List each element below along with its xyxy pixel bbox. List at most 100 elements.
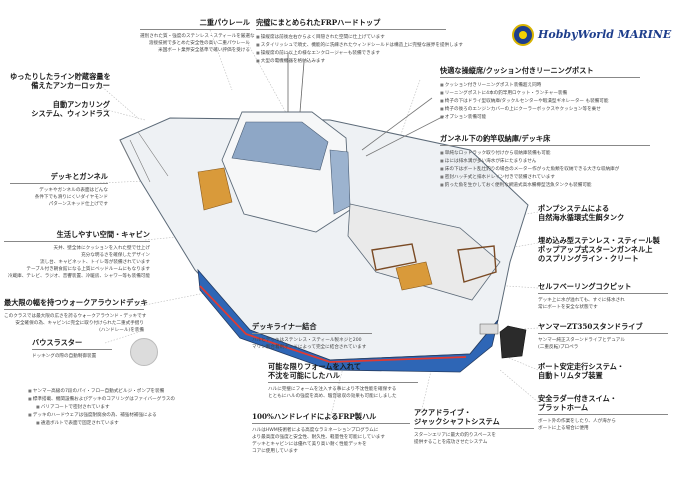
list-item: 密封ハッチ式と排水ドレイン付きで装備されています	[440, 173, 650, 181]
list-item: 単純なロッドラック取り付けから収納庫装備も可能	[440, 149, 650, 157]
list-item: スタイリッシュで頑丈、機能的に洗練されたウィンドシールドは構造上に完璧な展界を提…	[256, 41, 463, 49]
ann-drive-desc-2: 提供することを成功させたシステム	[414, 440, 488, 445]
divider	[538, 293, 668, 294]
ann-yanmar: ヤンマーZT350スタンドライブ ヤンマー純正スターンドライブとデュアル (二重…	[538, 322, 668, 351]
divider	[440, 77, 640, 78]
ann-anchor-locker: ゆったりしたライン貯蔵容量を 備えたアンカーロッカー	[10, 72, 111, 90]
ann-yanmar-desc-2: (二重反転)プロペラ	[538, 345, 579, 350]
ann-anchoring-title-1: 自動アンカリング	[52, 100, 110, 109]
ann-swim-platform-title-1: 安全ラダー付きスイム・	[538, 394, 617, 403]
ann-deck-gunnel-desc-1: デッキやガンネルの表面はどんな	[39, 188, 108, 193]
ann-fishing-post: 快適な操縦席/クッション付きリーニングポスト クッション付きリーニングポスト装備…	[440, 66, 640, 121]
divider	[10, 183, 108, 184]
ann-self-bailing-desc-2: 常にボートを安全な状態です	[538, 305, 598, 310]
ann-misc-left: ヤンマー高級の7段のパイ・フロー自動式ビルジ・ポンプを装備 標準搭載、機関設備お…	[28, 384, 198, 427]
ann-drive-desc-1: スターンエリアに最大の釣りスペースを	[414, 433, 496, 438]
ann-deck-liner-desc-2: マリン製合着剤ボンドによって完全に結合されています	[252, 345, 367, 350]
ann-walkaround: 最大限の幅を持つウォークアラウンドデッキ このクラスでは最大限の広さを誇るウォー…	[4, 298, 148, 334]
ann-swim-platform-title-2: プラットホーム	[538, 403, 589, 412]
ann-swim-platform-desc-1: ボート外の作業をしたり、人が海から	[538, 419, 616, 424]
ann-walkaround-title: 最大限の幅を持つウォークアラウンドデッキ	[4, 298, 148, 307]
ann-hull-desc-3: デッキとキャビンには優れて美り高い耐く性能デッキを	[252, 442, 367, 447]
ann-cabin-title: 生活しやすい空間・キャビン	[56, 230, 150, 239]
ann-yanmar-desc-1: ヤンマー純正スターンドライブとデュアル	[538, 338, 625, 343]
ann-walkaround-desc-3: (ハンドレール)を装備	[99, 328, 144, 333]
ann-bow-thruster: バウスラスター ドッキングの際の自動制御装置	[32, 338, 112, 360]
ann-yanmar-title: ヤンマーZT350スタンドライブ	[538, 322, 643, 331]
ann-misc-left-list: ヤンマー高級の7段のパイ・フロー自動式ビルジ・ポンプを装備 標準搭載、機関設備お…	[28, 387, 198, 427]
ann-cabin-desc-4: テーブル付き朝食館になる上質にベッドルームにもなります	[26, 267, 150, 272]
list-item: 通過ボルトで表面で固定されています	[28, 419, 198, 427]
ann-deck-liner-desc-1: ハルとデッキはステンレス・スティール製ネジと200	[252, 338, 362, 343]
ann-cabin-desc-3: 流し台、キャビネット、トイレ等が装備されています	[39, 260, 150, 265]
list-item: 椅子の下はドライ型収納庫/タックルセンターや暇潰型ギネレーター も装備可能	[440, 97, 640, 105]
list-item: ヤンマー高級の7段のパイ・フロー自動式ビルジ・ポンプを装備	[28, 387, 198, 395]
ann-integral-foam-title-2: 不沈を可能にしたハル	[268, 371, 340, 380]
ann-self-bailing-title: セルフベーリングコクピット	[538, 282, 632, 291]
ann-self-bailing: セルフベーリングコクピット デッキ上に水が溢れても、すぐに排水され 常にボートを…	[538, 282, 668, 311]
ann-hardtop-title: 完璧にまとめられたFRPハードトップ	[256, 18, 381, 27]
list-item: クッション付きリーニングポスト装備超え同時	[440, 81, 640, 89]
ann-hull: 100%ハンドレイドによるFRP製ハル ハルはHWM技術者による高度なラミネーシ…	[252, 412, 410, 455]
ann-double-rail-title: 二重パウレール	[199, 18, 250, 27]
ann-bow-thruster-desc-1: ドッキングの際の自動制御装置	[32, 354, 97, 359]
divider	[414, 428, 534, 429]
divider	[256, 29, 446, 30]
ann-double-rail-desc-1: 選別された質・強度のステンレス・スティールを厳選な	[140, 34, 255, 39]
ann-deck-storage-title: ガンネル下の釣竿収納庫/デッキ床	[440, 134, 551, 143]
ann-cabin-desc-1: 天井、壁全体にクッションを入れた壁で仕上げ	[53, 246, 150, 251]
ann-hardtop-list: 操縦席は前後左右からよく目隠された空間に仕上げています スタイリッシュで頑丈、機…	[256, 33, 463, 65]
list-item: 操縦席の前に以上の様なエンクロージャーも装備できます	[256, 49, 446, 57]
divider	[32, 349, 112, 350]
ann-deck-gunnel: デッキとガンネル デッキやガンネルの表面はどんな 条件下でも滑りにくいダイヤモン…	[10, 172, 108, 208]
brand-logo: HobbyWorld MARINE	[512, 24, 671, 46]
ann-auto-trim: ボート安定走行システム・ 自動トリムタブ装置	[538, 362, 668, 380]
ann-anchoring-title-2: システム、ウィンドラス	[31, 109, 110, 118]
list-item: ほには排水溝が多い海水が床にたまりません	[440, 157, 650, 165]
ann-anchor-locker-title-2: 備えたアンカーロッカー	[31, 81, 110, 90]
ann-deck-liner-title: デッキライナー結合	[252, 322, 317, 331]
ann-swim-platform: 安全ラダー付きスイム・ プラットホーム ボート外の作業をしたり、人が海から ボー…	[538, 394, 668, 432]
ann-drive-title-1: アクアドライブ・	[414, 408, 472, 417]
ann-integral-foam-desc-2: とともにハルの強度を高め、騒音吸収の効果も可能にしました	[268, 394, 397, 399]
ann-integral-foam-desc-1: ハルに完璧にフォームを注入する事により不沈性能を確保する	[268, 387, 397, 392]
ann-auto-trim-title-1: ボート安定走行システム・	[538, 362, 625, 371]
ann-deck-storage: ガンネル下の釣竿収納庫/デッキ床 単純なロッドラック取り付けから収納庫装備も可能…	[440, 134, 650, 189]
list-item: 大型の電機機器を格納込みます	[256, 57, 446, 65]
ann-bow-thruster-title: バウスラスター	[32, 338, 83, 347]
ann-pump-title-2: 自然海水循環式生餌タンク	[538, 213, 625, 222]
list-item: オプション装備可能	[440, 113, 640, 121]
ann-auto-trim-title-2: 自動トリムタブ装置	[538, 371, 603, 380]
divider	[252, 333, 372, 334]
ann-fishing-post-list: クッション付きリーニングポスト装備超え同時 リーニングポストに4本の釣竿用ロケッ…	[440, 81, 640, 121]
divider	[268, 382, 418, 383]
ann-double-rail-desc-3: 米国ボート業界安全基準で確い評価を受ける	[158, 48, 250, 53]
divider	[252, 423, 410, 424]
bow-thruster-thumbnail	[130, 338, 158, 366]
list-item: バリアコートで密封されています	[28, 403, 198, 411]
ann-cabin-desc-2: 充分な明るさを確保したデザイン	[81, 253, 150, 258]
ann-cabin-desc-5: 冷蔵庫、テレビ、ラジオ、音響装置、冷暖房、シャワー等も装備可能	[7, 274, 150, 279]
ann-hardtop: 完璧にまとめられたFRPハードトップ 操縦席は前後左右からよく目隠された空間に仕…	[256, 18, 463, 65]
ann-deck-gunnel-desc-3: パターンスキッド仕上げです	[48, 202, 108, 207]
ann-hull-title: 100%ハンドレイドによるFRP製ハル	[252, 412, 377, 421]
divider	[140, 29, 250, 30]
ann-hull-desc-1: ハルはHWM技術者による高度なラミネーションプログラムに	[252, 428, 379, 433]
list-item: リーニングポストに4本の釣竿用ロケット・ランチャー装備	[440, 89, 640, 97]
ann-double-rail: 二重パウレール 選別された質・強度のステンレス・スティールを厳選な 溶接技術で多…	[140, 18, 255, 54]
list-item: デッキのハードウェアは強度耐腐食の為、補強材補強による	[28, 411, 198, 419]
divider	[4, 309, 144, 310]
divider	[538, 414, 668, 415]
ann-deck-storage-list: 単純なロッドラック取り付けから収納庫装備も可能 ほには排水溝が多い海水が床にたま…	[440, 149, 650, 189]
ann-integral-foam: 可能な限りフォームを入れて 不沈を可能にしたハル ハルに完璧にフォームを注入する…	[268, 362, 418, 400]
brand-name: HobbyWorld MARINE	[538, 28, 672, 41]
divider	[440, 145, 650, 146]
list-item: 椅子の後ろのエンジンカバーの上にクーラーボックスやクッション等を乗せ	[440, 105, 640, 113]
ann-deck-gunnel-desc-2: 条件下でも滑りにくいダイヤモンド	[34, 195, 108, 200]
ann-stainless-cleat: 埋め込み型ステンレス・スティール製 ポップアップ式スターンガンネル上 のスプリン…	[538, 236, 672, 263]
ann-stainless-cleat-title-1: 埋め込み型ステンレス・スティール製	[538, 236, 660, 245]
ann-self-bailing-desc-1: デッキ上に水が溢れても、すぐに排水され	[538, 298, 625, 303]
list-item: 釣った魚を生かしておく便利な網道式高水備樽型活魚タンクも装備可能	[440, 181, 650, 189]
